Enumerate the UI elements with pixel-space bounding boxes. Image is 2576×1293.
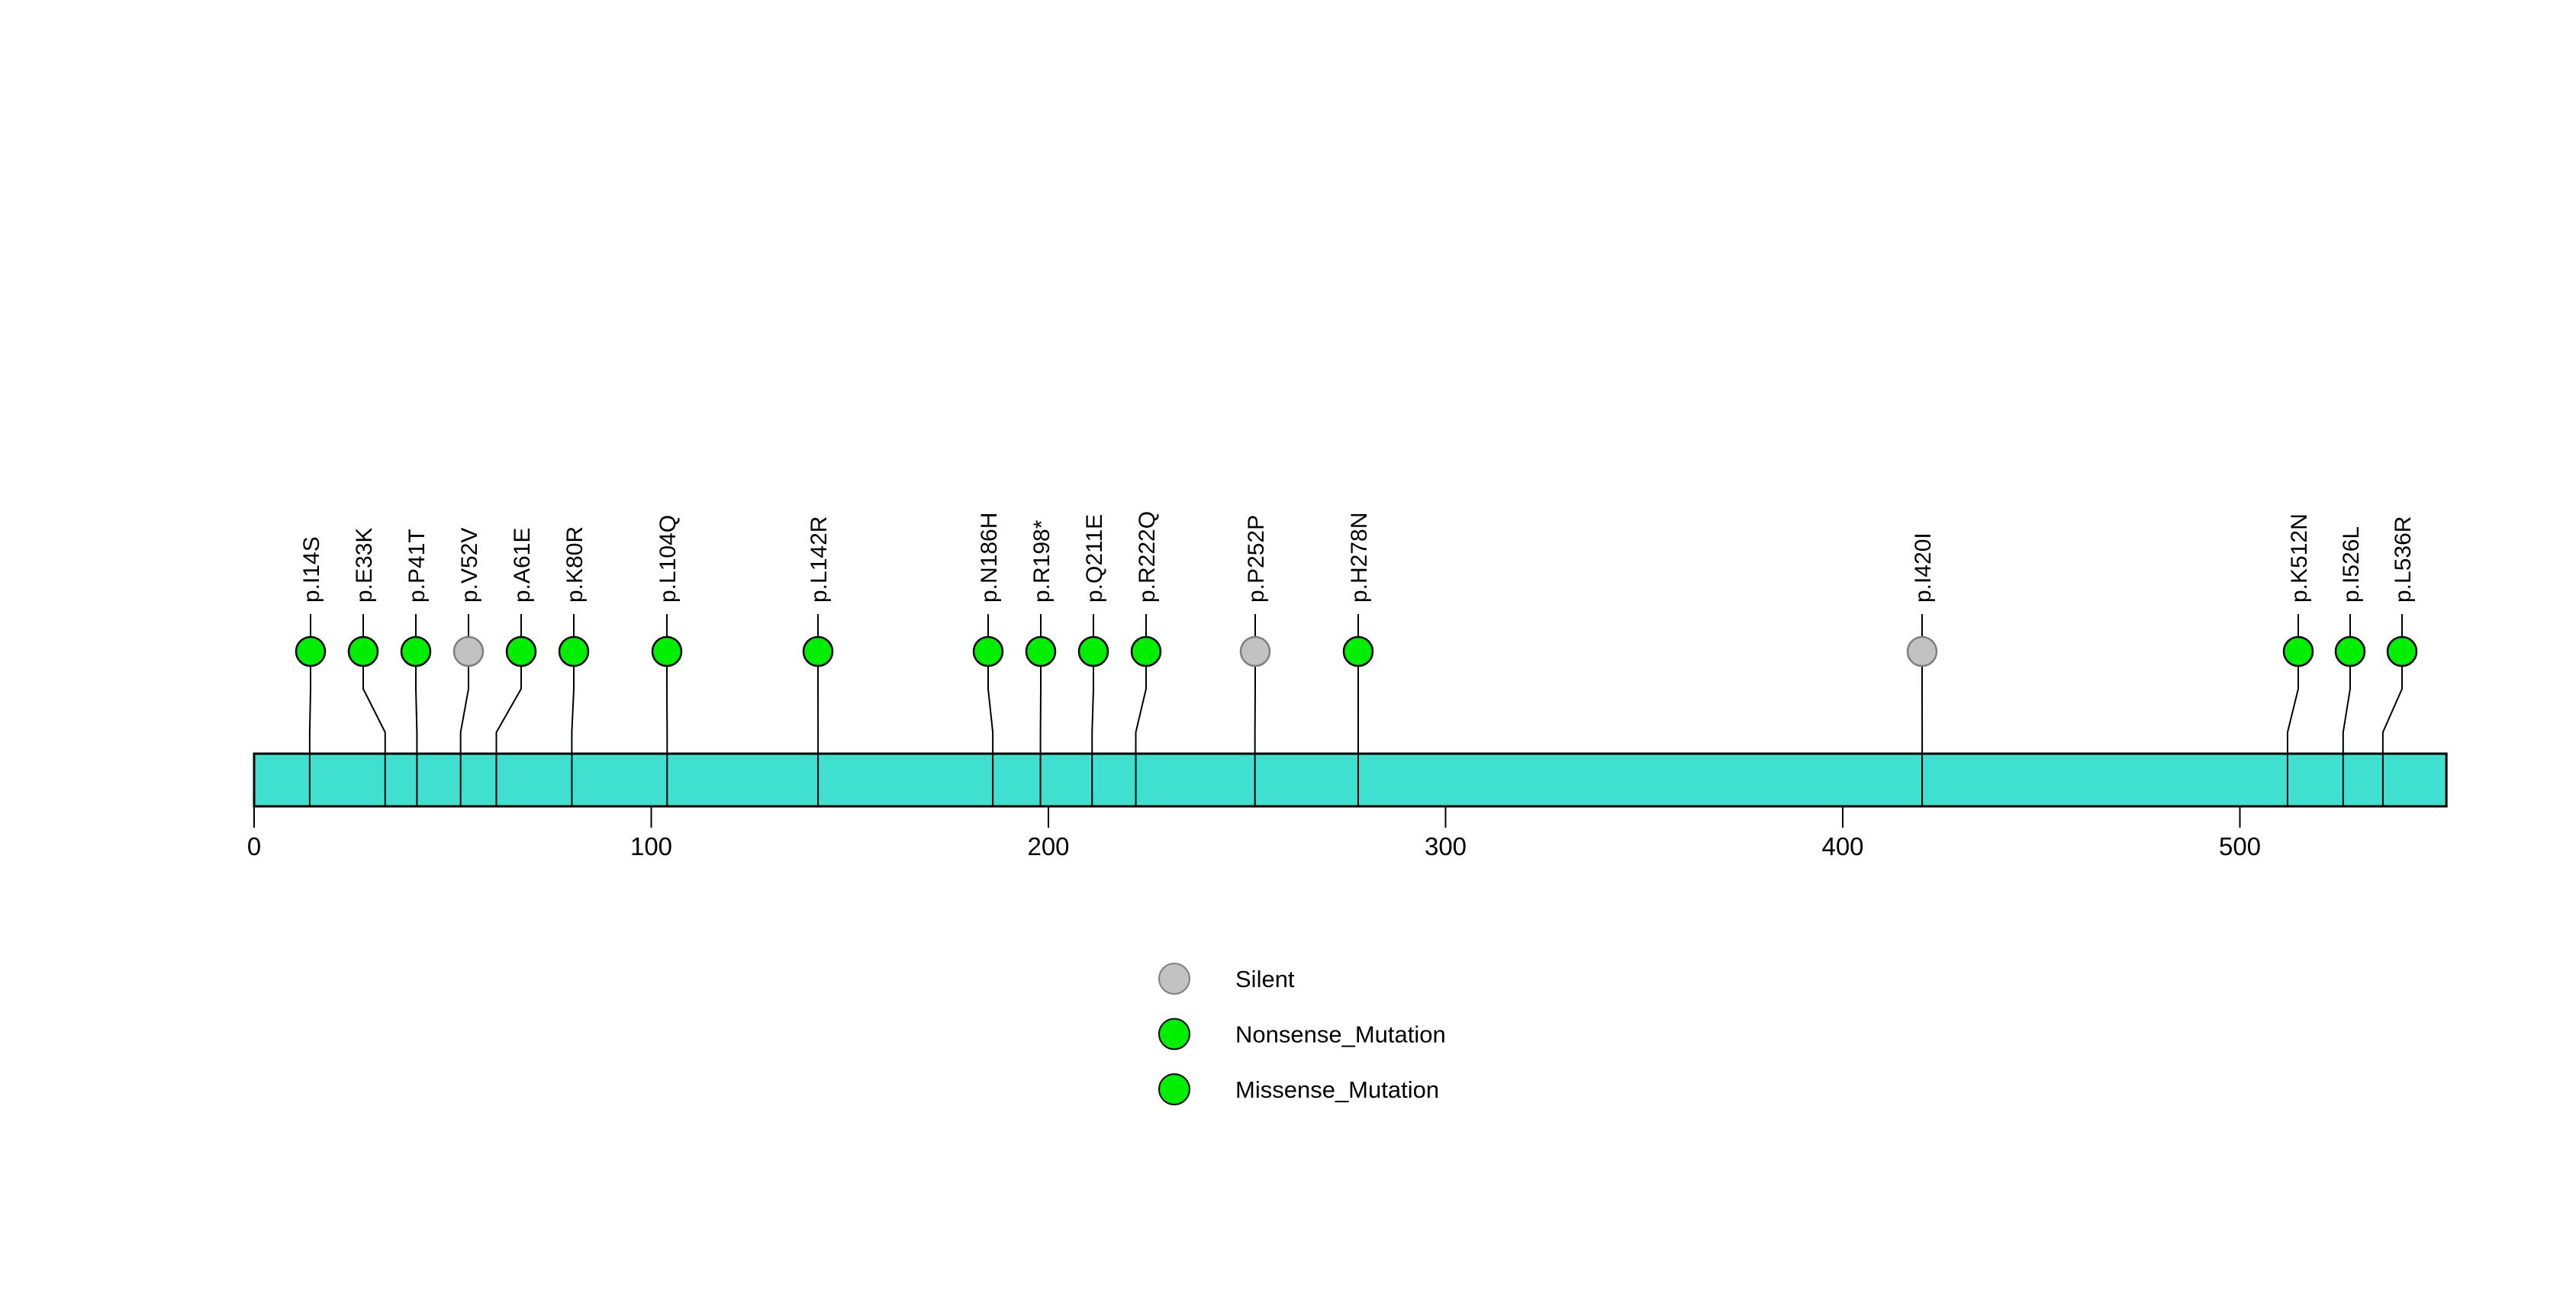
mutation-label: p.Q211E bbox=[1082, 514, 1107, 603]
mutation-circle-missense_mutation bbox=[974, 637, 1003, 666]
mutation-label: p.R198* bbox=[1029, 519, 1055, 603]
mutation-label: p.R222Q bbox=[1135, 511, 1160, 603]
mutation-circle-missense_mutation bbox=[349, 637, 378, 666]
protein-backbone-bar bbox=[254, 754, 2446, 806]
mutation-circle-missense_mutation bbox=[2284, 637, 2313, 666]
mutation-circle-missense_mutation bbox=[1344, 637, 1373, 666]
legend-label: Nonsense_Mutation bbox=[1235, 1021, 1446, 1048]
axis-tick-label: 500 bbox=[2219, 832, 2261, 860]
mutation-label: p.V52V bbox=[457, 528, 482, 603]
axis-tick-label: 400 bbox=[1821, 832, 1863, 860]
mutation-label: p.A61E bbox=[510, 528, 535, 603]
mutation-circle-missense_mutation bbox=[652, 637, 681, 666]
mutation-label: p.I420I bbox=[1911, 532, 1936, 603]
lollipop-stem-lower bbox=[310, 651, 311, 806]
axis-tick-label: 300 bbox=[1425, 832, 1467, 860]
mutation-circle-missense_mutation bbox=[803, 637, 832, 666]
mutation-circle-missense_mutation bbox=[2388, 637, 2417, 666]
mutation-label: p.P252P bbox=[1244, 515, 1269, 603]
mutation-label: p.I14S bbox=[299, 536, 324, 603]
mutation-label: p.H278N bbox=[1347, 513, 1372, 603]
legend-label: Missense_Mutation bbox=[1235, 1076, 1439, 1103]
mutation-circle-silent bbox=[454, 637, 483, 666]
mutation-label: p.P41T bbox=[404, 529, 430, 603]
mutation-circle-silent bbox=[1908, 637, 1937, 666]
mutation-label: p.K512N bbox=[2287, 513, 2312, 603]
mutation-label: p.K80R bbox=[562, 526, 588, 603]
mutation-circle-nonsense_mutation bbox=[1026, 637, 1055, 666]
mutation-label: p.E33K bbox=[352, 528, 377, 603]
mutation-circle-missense_mutation bbox=[507, 637, 536, 666]
axis-tick-label: 0 bbox=[247, 832, 261, 860]
legend-marker-nonsense_mutation bbox=[1159, 1019, 1190, 1050]
mutation-label: p.I526L bbox=[2339, 526, 2364, 603]
mutation-label: p.L104Q bbox=[655, 515, 681, 603]
mutation-circle-missense_mutation bbox=[296, 637, 325, 666]
axis-tick-label: 100 bbox=[630, 832, 672, 860]
legend-marker-silent bbox=[1159, 963, 1190, 994]
mutation-circle-missense_mutation bbox=[559, 637, 588, 666]
mutation-label: p.L142R bbox=[807, 516, 832, 603]
mutation-label: p.L536R bbox=[2391, 516, 2416, 603]
legend-label: Silent bbox=[1235, 966, 1295, 992]
mutation-circle-missense_mutation bbox=[401, 637, 430, 666]
mutation-circle-missense_mutation bbox=[1132, 637, 1161, 666]
legend-marker-missense_mutation bbox=[1159, 1074, 1190, 1105]
mutation-circle-missense_mutation bbox=[2336, 637, 2365, 666]
mutation-circle-silent bbox=[1241, 637, 1270, 666]
mutation-circle-missense_mutation bbox=[1079, 637, 1108, 666]
axis-tick-label: 200 bbox=[1027, 832, 1069, 860]
mutation-label: p.N186H bbox=[977, 513, 1002, 603]
